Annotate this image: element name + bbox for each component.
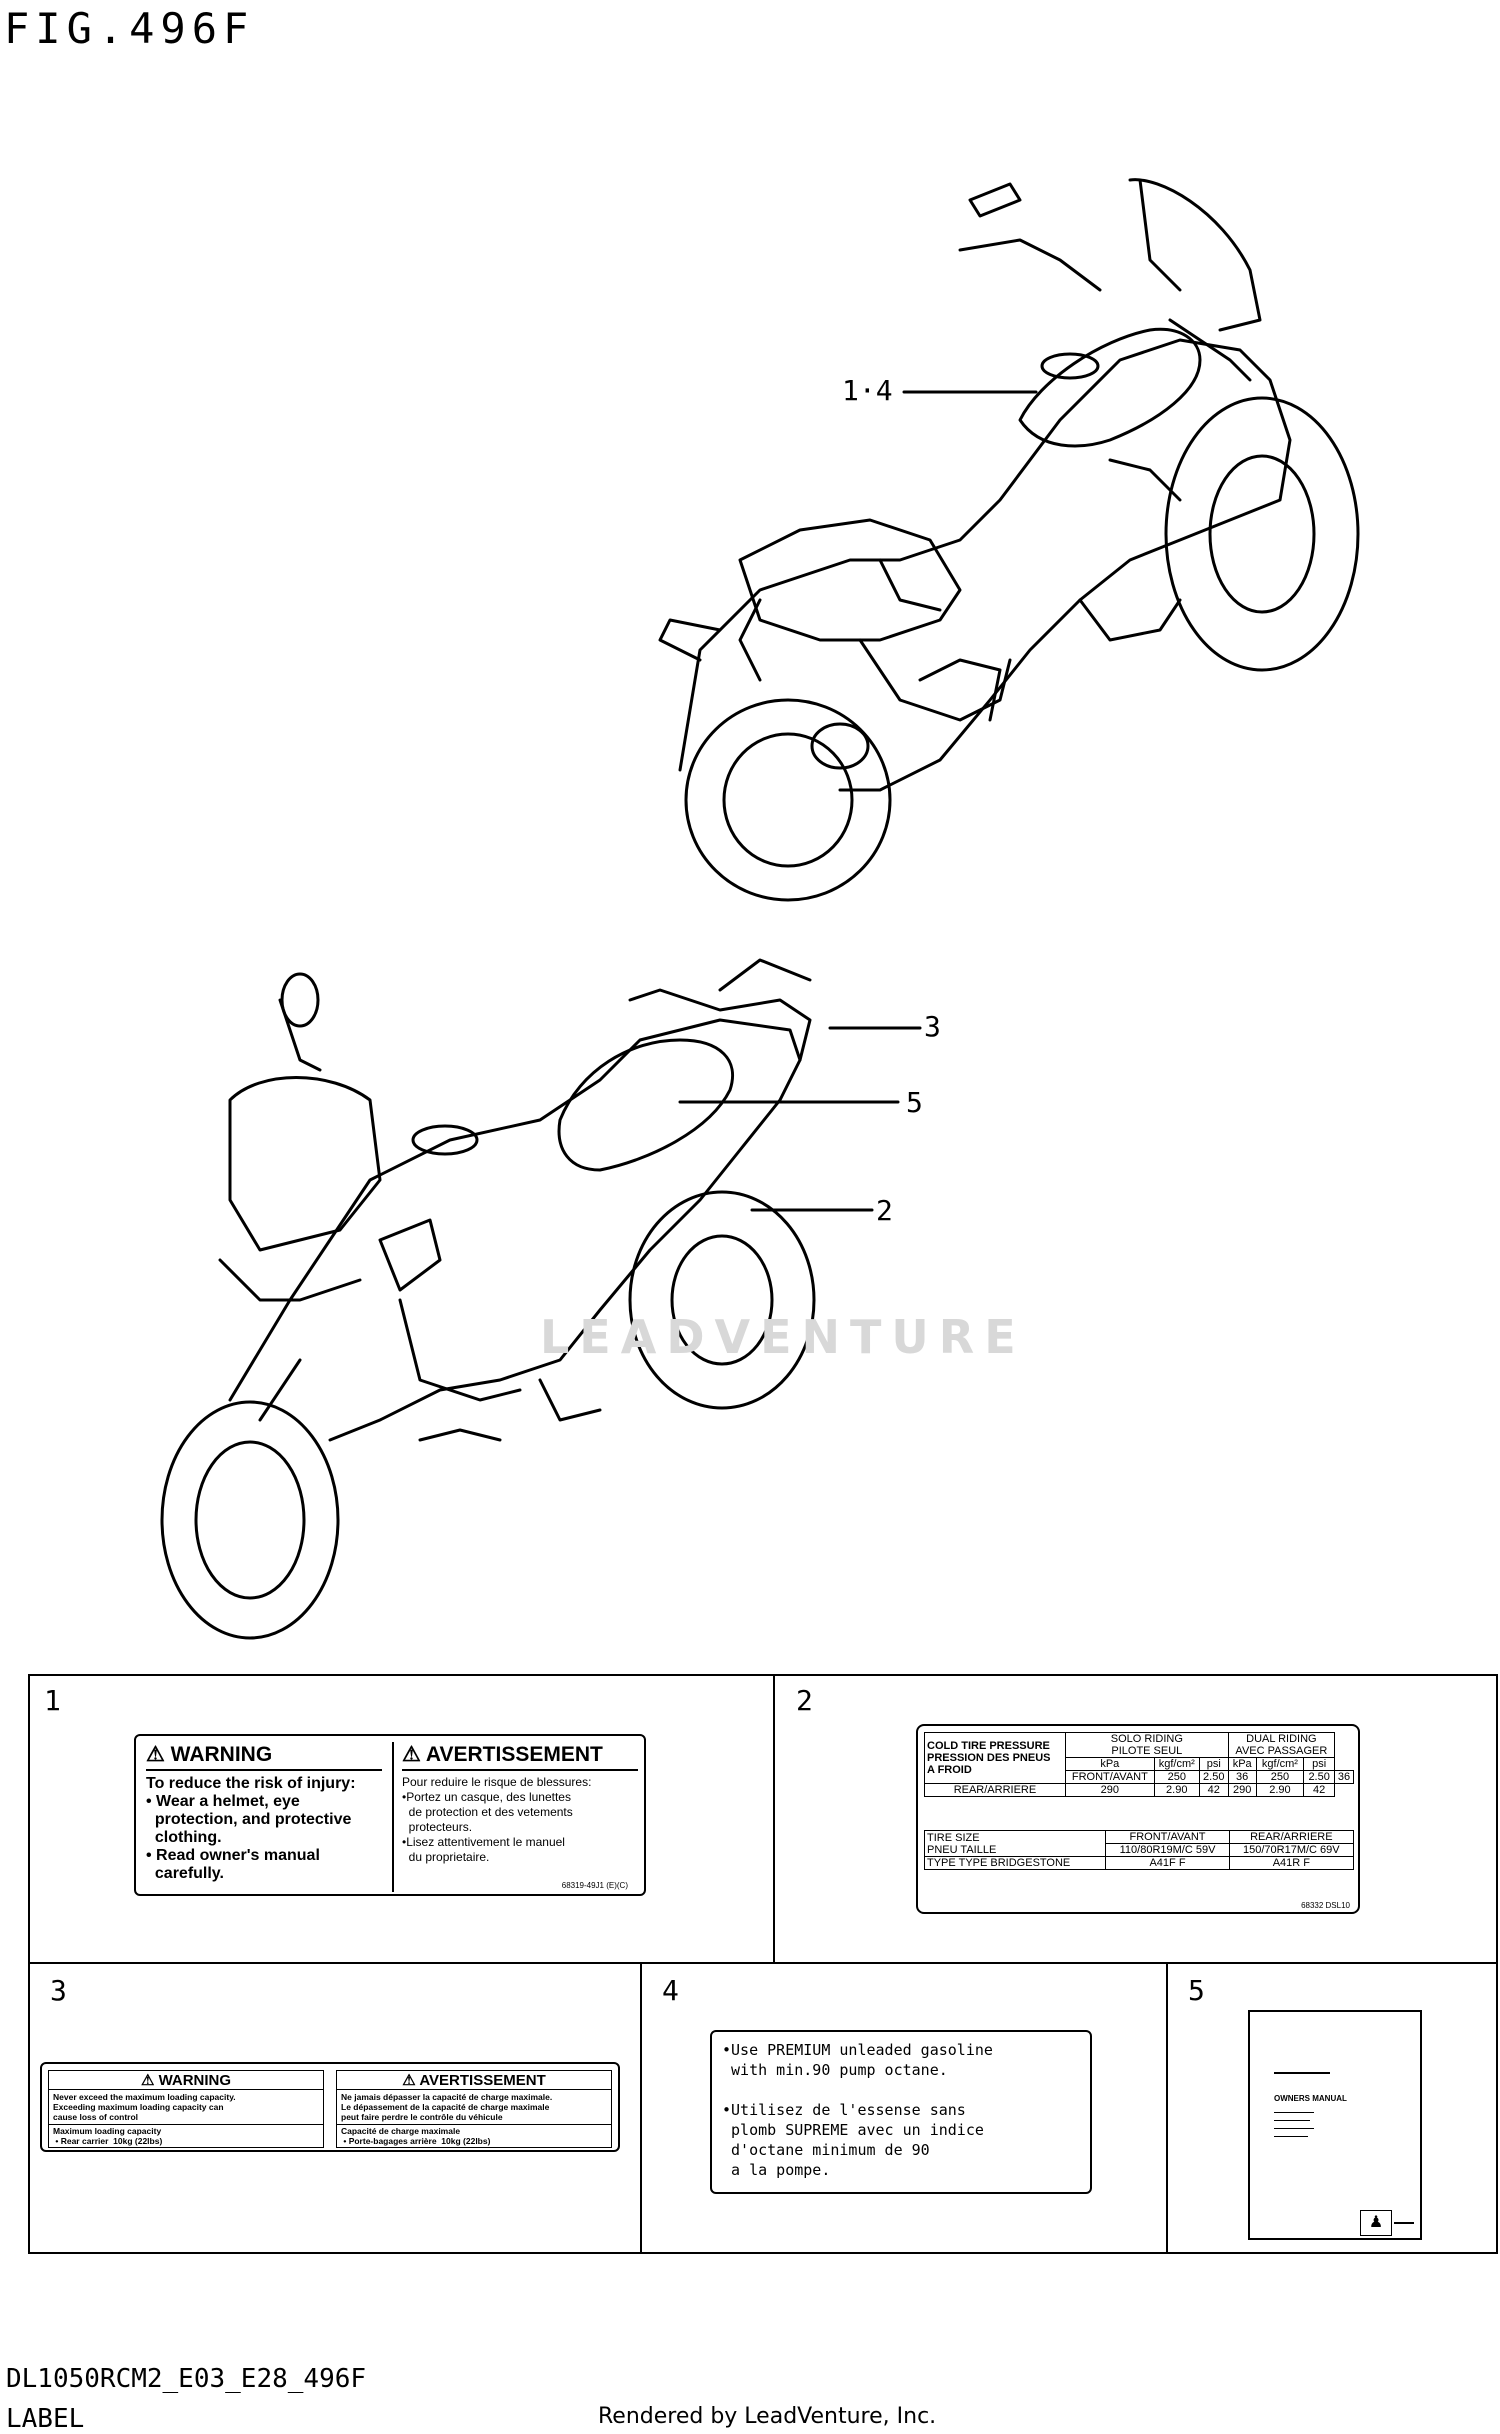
- tire-pressure-table: COLD TIRE PRESSURE PRESSION DES PNEUS A …: [924, 1732, 1354, 1797]
- grid-divider-bottom-1: [640, 1962, 642, 2254]
- label-1-divider: [392, 1742, 394, 1892]
- label-1-english: ⚠ WARNING To reduce the risk of injury: …: [146, 1742, 382, 1882]
- value-cell: 42: [1198, 1783, 1229, 1797]
- unit-cell: kgf/cm²: [1255, 1757, 1305, 1771]
- unit-cell: kgf/cm²: [1153, 1757, 1200, 1771]
- callout-label-3: 3: [924, 1010, 941, 1043]
- watermark: LEADVENTURE: [540, 1310, 1026, 1364]
- manual-reader-icon: ♟: [1360, 2210, 1392, 2236]
- motorcycle-illustrations: [160, 178, 1360, 1640]
- label-3-avert-text: Ne jamais dépasser la capacité de charge…: [341, 2092, 553, 2122]
- label-4-fuel: •Use PREMIUM unleaded gasoline with min.…: [710, 2030, 1092, 2194]
- pilote-label: PILOTE SEUL: [1111, 1745, 1183, 1757]
- label-grid: [28, 1674, 1498, 2254]
- dual-label: DUAL RIDING: [1246, 1733, 1317, 1745]
- unit-cell: kPa: [1064, 1757, 1155, 1771]
- model-code: DL1050RCM2_E03_E28_496F: [6, 2364, 367, 2394]
- type-label-2: TYPE: [958, 1857, 988, 1869]
- pneu-taille-label: PNEU TAILLE: [927, 1843, 997, 1856]
- value-cell: 42: [1303, 1783, 1336, 1797]
- panel-number-3: 3: [50, 1974, 67, 2007]
- warning-triangle-icon: ⚠: [402, 2072, 416, 2089]
- value-cell: 2.50: [1303, 1770, 1336, 1784]
- value-cell: 250: [1255, 1770, 1305, 1784]
- label-2-code: 68332 DSL10: [1301, 1901, 1350, 1910]
- value-cell: 2.90: [1153, 1783, 1200, 1797]
- value-cell: 290: [1227, 1783, 1257, 1797]
- cold-tire-label: COLD TIRE PRESSURE: [927, 1740, 1050, 1752]
- manual-title-line: [1274, 2072, 1330, 2074]
- label-1-helmet-warning: ⚠ WARNING To reduce the risk of injury: …: [134, 1734, 646, 1896]
- unit-cell: psi: [1303, 1757, 1336, 1771]
- owners-manual-title: OWNERS MANUAL: [1274, 2094, 1347, 2103]
- type-label: TYPE: [927, 1857, 956, 1869]
- label-1-french: ⚠ AVERTISSEMENT Pour reduire le risque d…: [402, 1742, 638, 1872]
- value-cell: 290: [1064, 1783, 1155, 1797]
- credit-text: Rendered by LeadVenture, Inc.: [598, 2404, 937, 2429]
- a-froid-label: A FROID: [927, 1764, 972, 1776]
- warning-triangle-icon: ⚠: [140, 2072, 155, 2089]
- front-type: A41F F: [1105, 1856, 1230, 1870]
- panel-number-4: 4: [662, 1974, 679, 2007]
- panel-number-5: 5: [1188, 1974, 1205, 2007]
- label-3-avert-capacity: Capacité de charge maximale • Porte-baga…: [337, 2124, 611, 2147]
- panel-number-2: 2: [796, 1684, 813, 1717]
- label-3-french: ⚠ AVERTISSEMENT Ne jamais dépasser la ca…: [336, 2070, 612, 2148]
- manual-text-line: [1274, 2120, 1310, 2121]
- value-cell: 2.50: [1198, 1770, 1229, 1784]
- front-row-label: FRONT/AVANT: [1064, 1770, 1155, 1784]
- label-1-avert-text: Pour reduire le risque de blessures: •Po…: [402, 1775, 592, 1864]
- pression-label: PRESSION DES PNEUS: [927, 1752, 1051, 1764]
- grid-divider-bottom-2: [1166, 1962, 1168, 2254]
- rear-size: 150/70R17M/C 69V: [1228, 1843, 1355, 1857]
- value-cell: 2.90: [1255, 1783, 1305, 1797]
- motorcycle-rear-view-icon: [658, 178, 1360, 902]
- value-cell: 36: [1334, 1770, 1354, 1784]
- solo-label: SOLO RIDING: [1110, 1733, 1183, 1745]
- panel-number-1: 1: [44, 1684, 61, 1717]
- unit-cell: psi: [1198, 1757, 1229, 1771]
- label-3-warning-header: WARNING: [158, 2072, 232, 2089]
- avec-label: AVEC PASSAGER: [1235, 1745, 1328, 1757]
- callout-label-5: 5: [906, 1086, 923, 1119]
- label-1-warning-text: To reduce the risk of injury: • Wear a h…: [146, 1775, 356, 1882]
- front-avant-label: FRONT/AVANT: [1105, 1830, 1230, 1844]
- manual-dash-line: [1394, 2222, 1414, 2224]
- unit-cell: kPa: [1227, 1757, 1257, 1771]
- rear-row-label: REAR/ARRIERE: [924, 1783, 1066, 1797]
- label-3-warning-capacity: Maximum loading capacity • Rear carrier …: [49, 2124, 323, 2147]
- manual-text-line: [1274, 2128, 1314, 2129]
- label-2-tire-pressure: COLD TIRE PRESSURE PRESSION DES PNEUS A …: [916, 1724, 1360, 1914]
- value-cell: 250: [1153, 1770, 1200, 1784]
- figure-title: FIG.496F: [4, 4, 255, 53]
- callout-label-2: 2: [876, 1194, 893, 1227]
- warning-triangle-icon: ⚠: [402, 1743, 421, 1766]
- brand-label: BRIDGESTONE: [990, 1857, 1071, 1869]
- rear-arriere-label: REAR/ARRIERE: [1228, 1830, 1355, 1844]
- tire-size-label: TIRE SIZE: [927, 1831, 980, 1844]
- label-5-owners-manual: OWNERS MANUAL ♟: [1248, 2010, 1422, 2240]
- label-1-avert-header: AVERTISSEMENT: [425, 1743, 603, 1766]
- label-1-code: 68319-49J1 (E)(C): [561, 1881, 628, 1890]
- label-3-loading-capacity: ⚠ WARNING Never exceed the maximum loadi…: [40, 2062, 620, 2152]
- label-1-warning-header: WARNING: [170, 1743, 273, 1766]
- section-label: LABEL: [6, 2404, 85, 2434]
- front-size: 110/80R19M/C 59V: [1105, 1843, 1230, 1857]
- label-3-warning-text: Never exceed the maximum loading capacit…: [53, 2092, 236, 2122]
- grid-divider-horizontal: [28, 1962, 1498, 1964]
- label-3-english: ⚠ WARNING Never exceed the maximum loadi…: [48, 2070, 324, 2148]
- manual-text-line: [1274, 2112, 1314, 2113]
- grid-divider-top: [773, 1674, 775, 1964]
- callout-label-1-4: 1·4: [842, 374, 893, 407]
- label-3-avert-header: AVERTISSEMENT: [419, 2072, 546, 2089]
- value-cell: 36: [1227, 1770, 1257, 1784]
- manual-text-line: [1274, 2136, 1308, 2137]
- rear-type: A41R F: [1228, 1856, 1355, 1870]
- warning-triangle-icon: ⚠: [146, 1743, 165, 1766]
- motorcycle-front-view-icon: [160, 958, 816, 1640]
